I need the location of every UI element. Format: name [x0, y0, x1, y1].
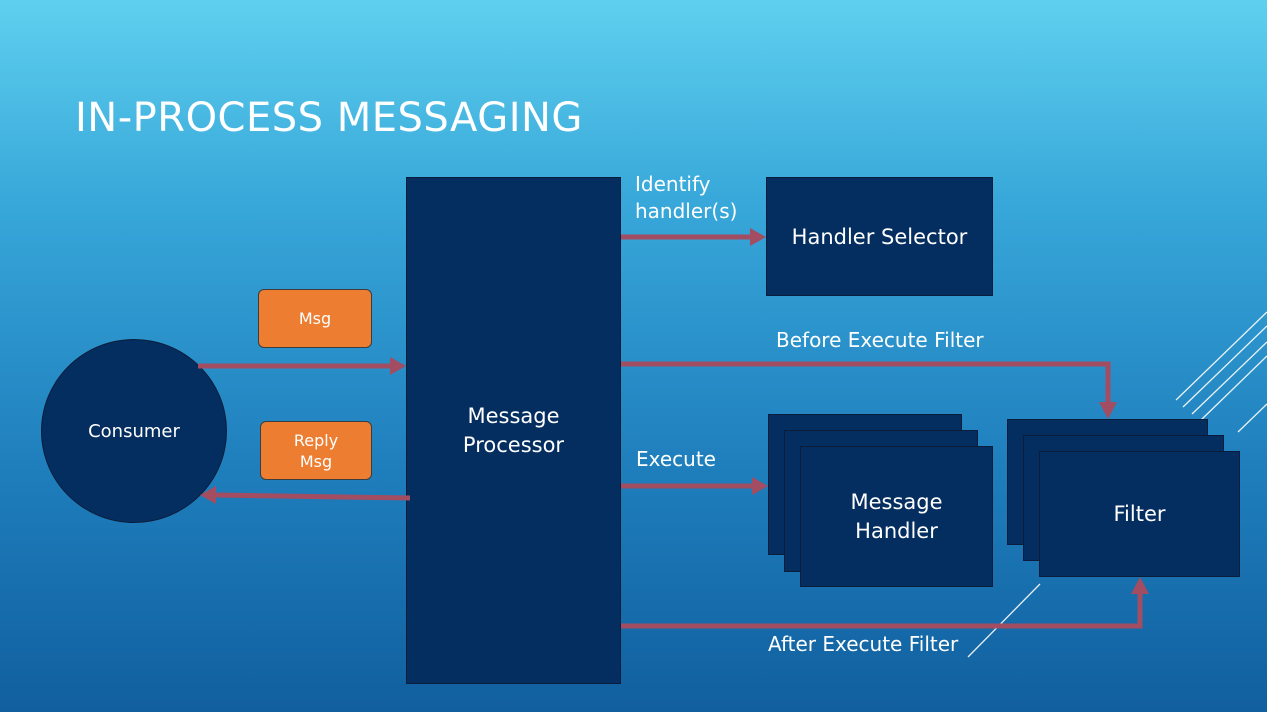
before-execute-filter-label: Before Execute Filter	[776, 328, 984, 352]
filter-label: Filter	[1113, 501, 1166, 526]
message-handler-label: Message Handler	[850, 489, 943, 543]
arrowhead-to-handler-selector	[750, 228, 766, 246]
reply-msg-box: Reply Msg	[260, 421, 372, 480]
consumer-node: Consumer	[41, 339, 227, 523]
after-execute-filter-label: After Execute Filter	[768, 632, 959, 656]
arrowhead-to-message-handler	[752, 477, 768, 495]
execute-label: Execute	[636, 447, 716, 471]
identify-handlers-label: Identify handler(s)	[635, 171, 765, 225]
msg-label: Msg	[298, 309, 332, 328]
consumer-label: Consumer	[88, 420, 180, 442]
message-processor-node: Message Processor	[406, 177, 621, 684]
filter-card-front: Filter	[1039, 451, 1240, 577]
arrowhead-to-filter-before	[1099, 402, 1117, 419]
arrow-processor-to-consumer	[213, 492, 411, 501]
arrow-before-execute	[621, 361, 1111, 404]
arrowhead-to-filter-after	[1131, 577, 1149, 594]
message-handler-card-front: Message Handler	[800, 446, 993, 587]
handler-selector-label: Handler Selector	[791, 224, 968, 249]
arrow-after-execute	[621, 592, 1143, 629]
slide-title: IN-PROCESS MESSAGING	[75, 95, 583, 141]
handler-selector-node: Handler Selector	[766, 177, 993, 296]
reply-msg-label: Reply Msg	[293, 430, 339, 471]
message-processor-label: Message Processor	[462, 403, 565, 457]
identify-handlers-text: Identify handler(s)	[635, 172, 738, 223]
msg-box: Msg	[258, 289, 372, 348]
arrowhead-to-processor	[390, 357, 406, 375]
